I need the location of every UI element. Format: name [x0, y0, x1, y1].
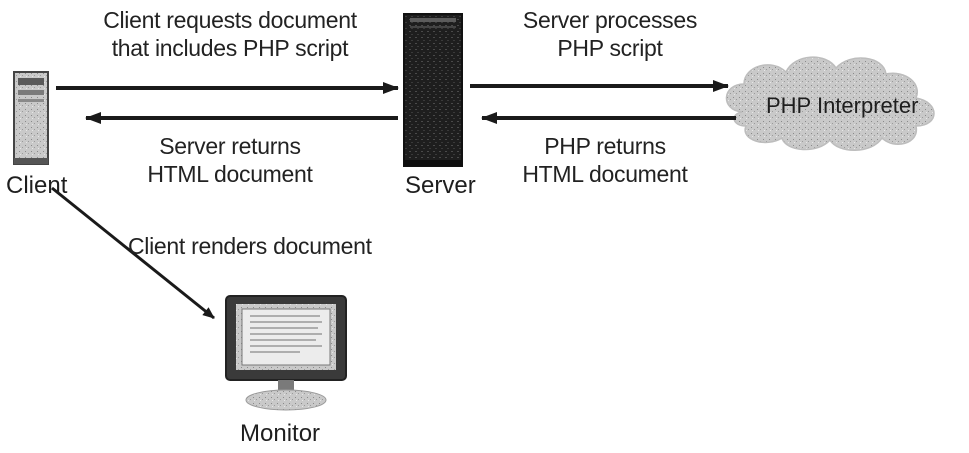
php-returns-label-line1: PHP returns [544, 133, 666, 159]
server-label: Server [405, 172, 476, 199]
client-request-label: Client requests document that includes P… [80, 6, 380, 62]
server-processes-label: Server processes PHP script [490, 6, 730, 62]
client-request-label-line2: that includes PHP script [111, 35, 349, 61]
arrow-client-to-monitor [51, 186, 215, 320]
monitor-icon [225, 295, 347, 411]
client-computer-icon [13, 71, 49, 165]
server-processes-label-line1: Server processes [522, 7, 698, 33]
server-returns-label-line2: HTML document [147, 161, 313, 187]
php-interpreter-label: PHP Interpreter [766, 93, 919, 118]
php-returns-label-line2: HTML document [522, 161, 688, 187]
php-returns-label: PHP returns HTML document [490, 132, 720, 188]
php-interpreter-cloud-icon [725, 56, 935, 151]
server-tower-icon [403, 13, 463, 167]
server-processes-label-line2: PHP script [557, 35, 663, 61]
client-request-label-line1: Client requests document [103, 7, 357, 33]
monitor-label: Monitor [240, 420, 321, 447]
client-renders-label-text: Client renders document [128, 233, 372, 259]
server-returns-label-line1: Server returns [159, 133, 301, 159]
client-renders-label: Client renders document [128, 232, 428, 260]
client-label: Client [6, 172, 68, 199]
server-returns-label: Server returns HTML document [110, 132, 350, 188]
